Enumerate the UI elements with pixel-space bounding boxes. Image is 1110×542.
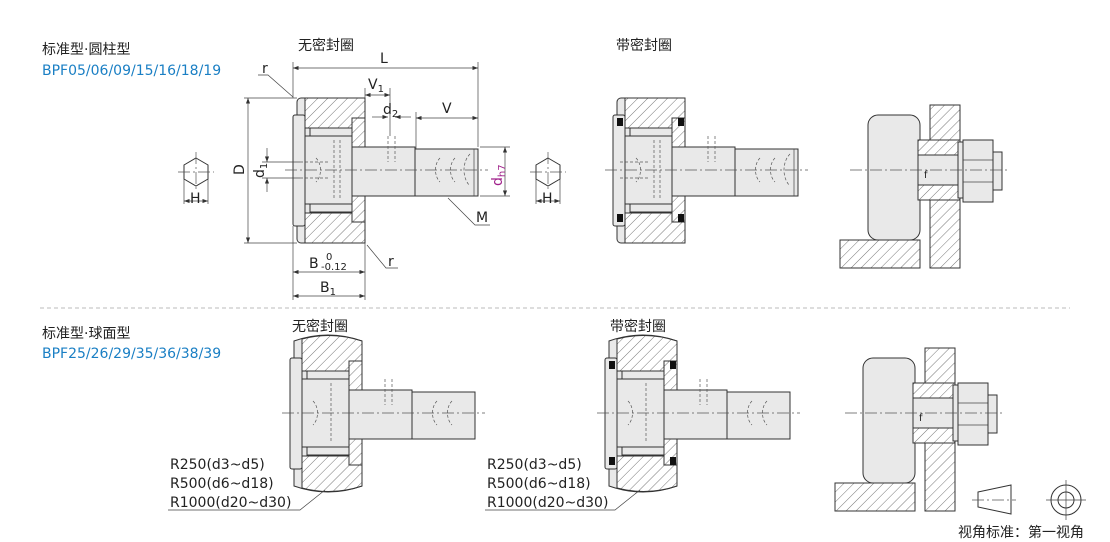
radius-note: R1000(d20~d30) xyxy=(487,495,608,511)
section1-with-seal-title: 带密封圈 xyxy=(616,37,672,54)
radius-note: R500(d6~d18) xyxy=(170,476,274,492)
dim-M: M xyxy=(476,210,488,226)
dim-H-2: H xyxy=(542,191,553,207)
dim-V1: V1 xyxy=(368,77,384,95)
cylindrical-follower-no-seal: H L V1 d2 V D d1 dh7 M xyxy=(178,51,510,300)
radius-note: R500(d6~d18) xyxy=(487,476,591,492)
section2-no-seal-title: 无密封圈 xyxy=(292,318,348,335)
dim-d2: d2 xyxy=(383,102,398,120)
dim-B: B xyxy=(309,256,319,272)
hex-socket-2: H xyxy=(530,152,566,207)
dim-B-tol-lower: -0.12 xyxy=(321,262,347,273)
dim-D: D xyxy=(232,164,248,175)
dim-V: V xyxy=(442,101,452,117)
spherical-follower-no-seal xyxy=(281,334,486,493)
dim-r-bottom: r xyxy=(388,254,394,270)
section1-model-list: BPF05/06/09/15/16/18/19 xyxy=(42,63,221,79)
radius-note: R250(d3~d5) xyxy=(487,457,582,473)
radius-note: R250(d3~d5) xyxy=(170,457,265,473)
mounting-view-cylindrical: f xyxy=(839,104,1011,269)
projection-note: 视角标准：第一视角 xyxy=(958,524,1084,541)
radius-notes-2: R250(d3~d5) R500(d6~d18) R1000(d20~d30) xyxy=(485,457,641,511)
radius-notes-1: R250(d3~d5) R500(d6~d18) R1000(d20~d30) xyxy=(168,457,326,511)
section1-no-seal-title: 无密封圈 xyxy=(298,37,354,54)
dim-L: L xyxy=(380,51,388,67)
mounting-view-spherical: f xyxy=(834,347,1006,512)
dim-d1: d1 xyxy=(252,163,270,178)
dim-B1: B1 xyxy=(320,280,336,298)
section1-type-label: 标准型·圆柱型 xyxy=(42,42,130,58)
dim-H: H xyxy=(190,191,201,207)
dim-dh7: dh7 xyxy=(490,164,508,186)
dim-B-tol-upper: 0 xyxy=(326,252,332,263)
dim-f: f xyxy=(924,170,928,181)
spherical-follower-with-seal xyxy=(596,334,801,493)
section2-type-label: 标准型·球面型 xyxy=(42,326,130,342)
section2-with-seal-title: 带密封圈 xyxy=(610,318,666,335)
radius-note: R1000(d20~d30) xyxy=(170,495,291,511)
dim-f: f xyxy=(919,413,923,424)
section2-model-list: BPF25/26/29/35/36/38/39 xyxy=(42,346,221,362)
dim-r-top: r xyxy=(262,61,268,77)
first-angle-projection-icon xyxy=(972,480,1086,520)
cylindrical-follower-with-seal xyxy=(604,97,809,244)
